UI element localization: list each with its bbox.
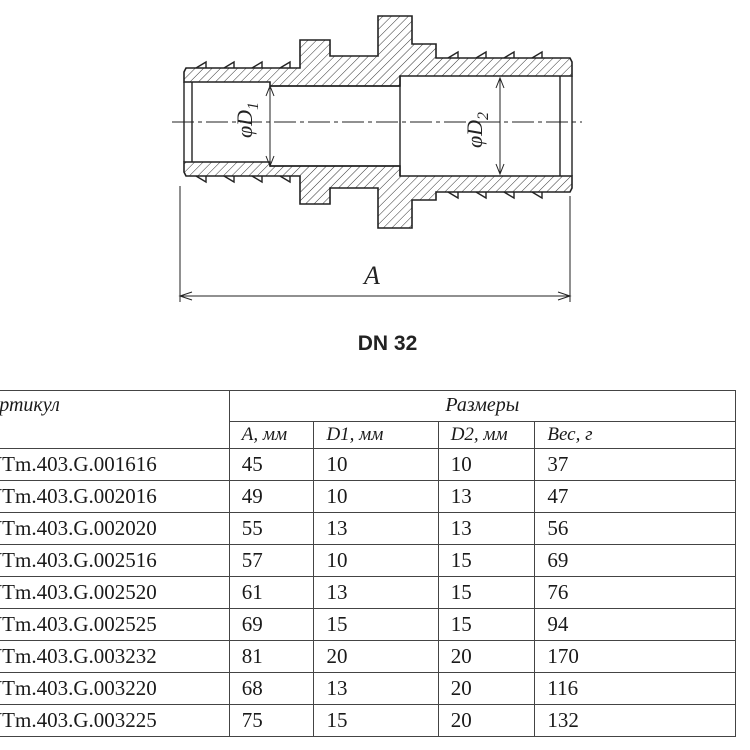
table-subheader-row: A, мм D1, мм D2, мм Вес, г <box>0 421 736 449</box>
header-col-d1: D1, мм <box>313 421 439 449</box>
cell-weight: 94 <box>534 608 736 641</box>
cell-weight: 47 <box>534 480 736 513</box>
cell-d2: 15 <box>437 608 536 641</box>
cell-article: VTm.403.G.003220 <box>0 672 230 705</box>
cell-a: 55 <box>228 512 315 545</box>
cell-article: VTm.403.G.002516 <box>0 544 230 577</box>
header-col-d2: D2, мм <box>437 421 536 449</box>
d1-sub: 1 <box>245 102 262 110</box>
diameter-symbol-1: φ <box>232 126 257 138</box>
d1-label: D <box>232 110 257 127</box>
cell-a: 45 <box>228 448 315 481</box>
cell-d1: 15 <box>313 704 439 737</box>
cell-d1: 10 <box>313 544 439 577</box>
svg-text:φD1: φD1 <box>232 102 262 138</box>
cell-a: 69 <box>228 608 315 641</box>
cell-weight: 76 <box>534 576 736 609</box>
spec-table: Артикул Размеры A, мм D1, мм D2, мм Вес,… <box>0 390 737 737</box>
table-header-row: Артикул Размеры <box>0 390 737 449</box>
cell-a: 81 <box>228 640 315 673</box>
cell-a: 68 <box>228 672 315 705</box>
cell-a: 57 <box>228 544 315 577</box>
d2-label: D <box>462 120 487 137</box>
cell-article: VTm.403.G.002016 <box>0 480 230 513</box>
cell-d1: 10 <box>313 480 439 513</box>
cell-weight: 170 <box>534 640 736 673</box>
cell-d2: 15 <box>437 544 536 577</box>
cell-article: VTm.403.G.002020 <box>0 512 230 545</box>
diameter-symbol-2: φ <box>462 136 487 148</box>
d2-sub: 2 <box>475 112 492 120</box>
cell-d1: 10 <box>313 448 439 481</box>
cell-d2: 20 <box>437 672 536 705</box>
header-col-weight: Вес, г <box>534 421 736 449</box>
header-article: Артикул <box>0 390 230 449</box>
cell-article: VTm.403.G.002525 <box>0 608 230 641</box>
cell-a: 61 <box>228 576 315 609</box>
cell-d1: 13 <box>313 672 439 705</box>
cell-weight: 69 <box>534 544 736 577</box>
cell-d1: 13 <box>313 576 439 609</box>
cell-d2: 20 <box>437 640 536 673</box>
top-wall-section <box>183 15 573 87</box>
cell-weight: 37 <box>534 448 736 481</box>
cell-d2: 10 <box>437 448 536 481</box>
cell-d1: 15 <box>313 608 439 641</box>
svg-text:φD2: φD2 <box>462 112 492 148</box>
page-title: DN 32 <box>357 332 418 355</box>
cell-article: VTm.403.G.003232 <box>0 640 230 673</box>
cell-a: 49 <box>228 480 315 513</box>
cell-d2: 20 <box>437 704 536 737</box>
fitting-drawing: φD1 φD2 A <box>172 15 582 302</box>
cell-weight: 132 <box>534 704 736 737</box>
cell-d2: 13 <box>437 512 536 545</box>
cell-article: VTm.403.G.002520 <box>0 576 230 609</box>
cell-d2: 13 <box>437 480 536 513</box>
cell-article: VTm.403.G.003225 <box>0 704 230 737</box>
bottom-barbs <box>195 175 543 200</box>
cell-article: VTm.403.G.001616 <box>0 448 230 481</box>
top-barbs <box>195 50 543 69</box>
cell-weight: 116 <box>534 672 736 705</box>
header-sizes: Размеры <box>228 390 737 422</box>
cell-d1: 13 <box>313 512 439 545</box>
header-col-a: A, мм <box>228 421 315 449</box>
a-label: A <box>362 261 380 290</box>
cell-d2: 15 <box>437 576 536 609</box>
cell-a: 75 <box>228 704 315 737</box>
cell-weight: 56 <box>534 512 736 545</box>
cell-d1: 20 <box>313 640 439 673</box>
